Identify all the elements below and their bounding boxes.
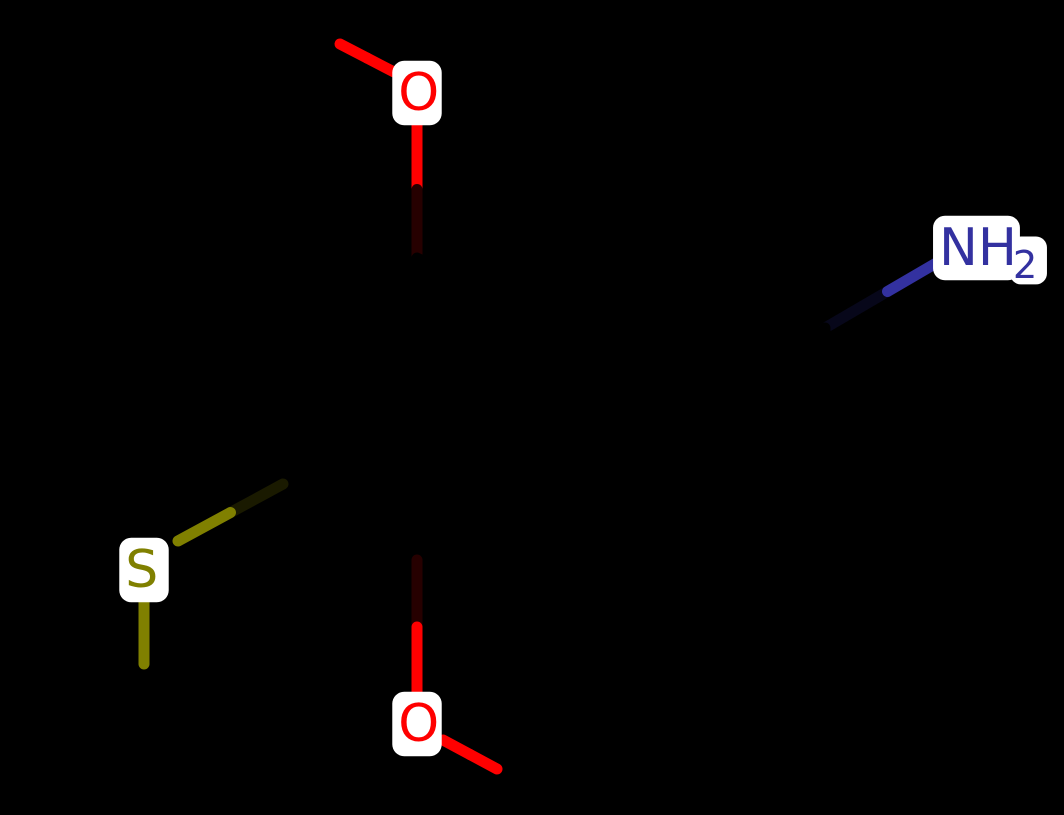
atom-label-O-bottom: O <box>398 694 439 754</box>
bond-ring-C2-C3-half-b <box>483 288 566 336</box>
atom-label-O-top: O <box>398 63 439 123</box>
double-inner-C4-C5 <box>700 290 810 355</box>
bond-ring-C3-C4-half-b <box>624 252 706 300</box>
bond-ring-C3-C4-half-a <box>554 288 636 336</box>
inner-double-bond-layer <box>432 290 810 450</box>
atom-label-halo-layer <box>119 60 1047 757</box>
bond-O-top-methyl-half-b <box>361 52 400 78</box>
bond-ring-C1-C2-half-b <box>411 509 494 566</box>
S-left-halo <box>119 537 169 603</box>
bond-ring-C4-C5-half-b <box>757 287 831 334</box>
NH2-right-halo <box>933 215 1020 281</box>
NH2-right-subscript-halo <box>1009 236 1047 285</box>
bond-ring-C1-C2-half-a <box>483 464 566 521</box>
bond-NH2-ring-half-a <box>819 286 893 334</box>
atom-label-NH2-right: NH <box>939 218 1017 278</box>
bond-O-bottom-methyl-half-b <box>464 749 503 775</box>
bond-ring-C4-C5-half-a <box>694 252 768 299</box>
bond-ring-C2-C3-half-a <box>411 252 494 300</box>
atom-label-NH2-right-subscript: 2 <box>1013 243 1037 288</box>
bond-layer <box>138 38 956 775</box>
bond-S-ring-half-b <box>172 507 236 547</box>
double-inner-C2-C3 <box>432 295 550 360</box>
bond-S-ring-half-a <box>225 478 289 518</box>
atom-label-S-left: S <box>125 540 158 600</box>
O-bottom-halo <box>392 691 442 757</box>
O-top-halo <box>392 60 442 126</box>
